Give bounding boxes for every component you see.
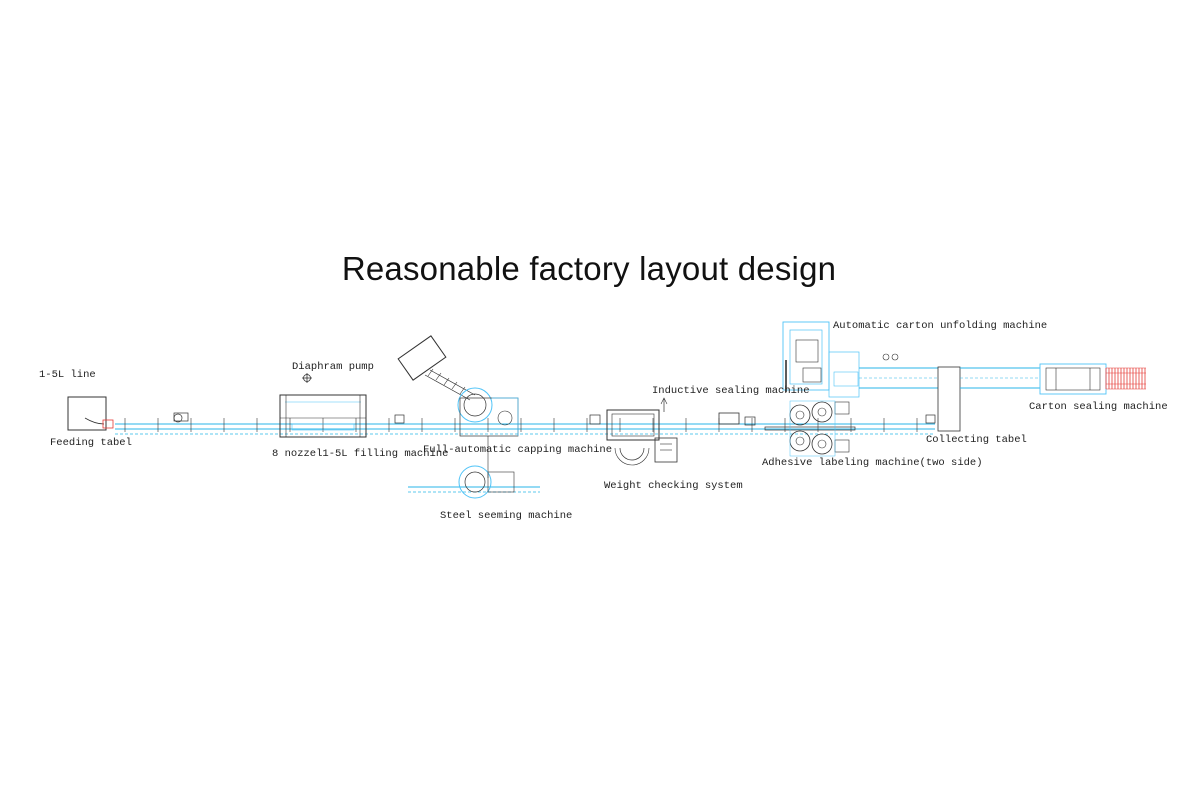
diaphragm-pump-label: Diaphram pump <box>292 361 374 373</box>
main-conveyor <box>115 423 935 435</box>
capping-machine-drawing <box>397 335 519 478</box>
weight-checking-drawing <box>589 397 678 466</box>
page-title: Reasonable factory layout design <box>341 250 837 287</box>
carton-unfolding-drawing <box>782 321 938 398</box>
diaphragm-pump-drawing <box>302 373 312 383</box>
weight-checking-label: Weight checking system <box>604 480 743 492</box>
feeding-table-drawing <box>67 396 189 431</box>
labeling-machine-drawing <box>764 400 856 457</box>
collecting-table-drawing <box>925 366 961 432</box>
inductive-sealing-drawing <box>718 412 756 426</box>
capping-machine-label: Full-automatic capping machine <box>423 444 613 456</box>
filling-machine-drawing <box>279 394 405 438</box>
inductive-sealing-label: Inductive sealing machine <box>652 385 810 397</box>
labeling-machine-label: Adhesive labeling machine(two side) <box>762 457 983 469</box>
steel-seaming-drawing <box>408 465 540 499</box>
carton-sealing-label: Carton sealing machine <box>1029 401 1168 413</box>
carton-unfolding-label: Automatic carton unfolding machine <box>833 320 1048 332</box>
feeding-table-label: Feeding tabel <box>50 437 132 449</box>
collecting-table-label: Collecting tabel <box>926 434 1027 446</box>
steel-seeming-label: Steel seeming machine <box>440 510 573 522</box>
line-label: 1-5L line <box>39 369 96 381</box>
carton-sealing-drawing <box>960 363 1146 395</box>
filling-machine-label: 8 nozzel1-5L filling machine <box>272 448 449 460</box>
carton-output-conveyor <box>1105 367 1146 390</box>
